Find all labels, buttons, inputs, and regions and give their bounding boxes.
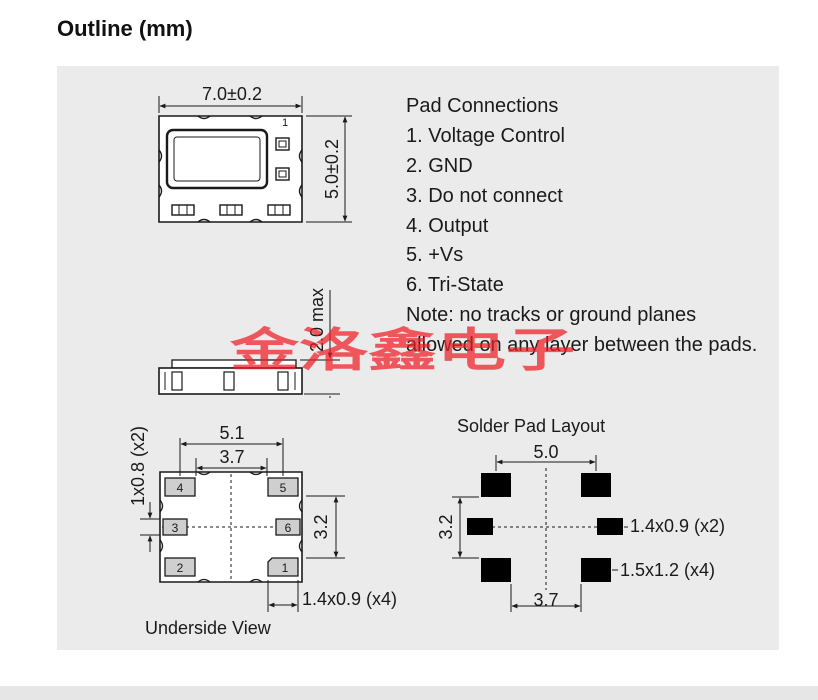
- solder-corner-pad-dim: 1.5x1.2 (x4): [620, 560, 715, 580]
- watermark: 金洛鑫电子: [229, 323, 576, 377]
- top-width-dim: 7.0±0.2: [202, 84, 262, 104]
- side-height-dim: 2.0 max: [307, 288, 327, 352]
- pad-connection-item: 6. Tri-State: [406, 274, 504, 296]
- underside-pad-label: 6: [285, 521, 292, 535]
- underside-pad-label: 3: [172, 521, 179, 535]
- underside-vertical-dim: 3.2: [311, 514, 331, 539]
- pad-connections: Pad Connections 1. Voltage Control 2. GN…: [406, 95, 757, 356]
- pad-connection-item: 1. Voltage Control: [406, 125, 565, 147]
- underside-outer-dim: 5.1: [219, 423, 244, 443]
- top-view-body: [158, 115, 303, 223]
- layout-note-line1: Note: no tracks or ground planes: [406, 304, 696, 326]
- underside-view: [140, 438, 345, 612]
- underside-corner-pad-dim: 1.4x0.9 (x4): [302, 589, 397, 609]
- underside-pad-label: 5: [280, 481, 287, 495]
- solder-top-dim: 5.0: [533, 442, 558, 462]
- solder-side-pad-dim: 1.4x0.9 (x2): [630, 516, 725, 536]
- solder-pad-layout: [452, 455, 628, 612]
- underside-pad-label: 2: [177, 561, 184, 575]
- solder-pad-layout-label: Solder Pad Layout: [457, 416, 605, 436]
- top-view-lid: [165, 128, 269, 190]
- pin1-mark: 1: [282, 117, 288, 129]
- underside-side-pad-dim: 1x0.8 (x2): [128, 426, 148, 506]
- bottom-bar: [0, 686, 818, 700]
- pad-connection-item: 3. Do not connect: [406, 185, 563, 207]
- top-height-dim: 5.0±0.2: [322, 139, 342, 199]
- side-view: [158, 290, 340, 398]
- underside-inner-dim: 3.7: [219, 447, 244, 467]
- layout-note-line2: allowed on any layer between the pads.: [406, 334, 757, 356]
- pad-connection-item: 5. +Vs: [406, 244, 463, 266]
- underside-pad-label: 1: [282, 561, 289, 575]
- page-title: Outline (mm): [57, 16, 193, 41]
- underside-view-label: Underside View: [145, 618, 272, 638]
- solder-vertical-dim: 3.2: [436, 514, 456, 539]
- top-view: [158, 96, 352, 223]
- underside-pad-label: 4: [177, 481, 184, 495]
- solder-bottom-dim: 3.7: [533, 590, 558, 610]
- pad-connection-item: 4. Output: [406, 215, 489, 237]
- pad-connections-heading: Pad Connections: [406, 95, 558, 117]
- pad-connection-item: 2. GND: [406, 155, 473, 177]
